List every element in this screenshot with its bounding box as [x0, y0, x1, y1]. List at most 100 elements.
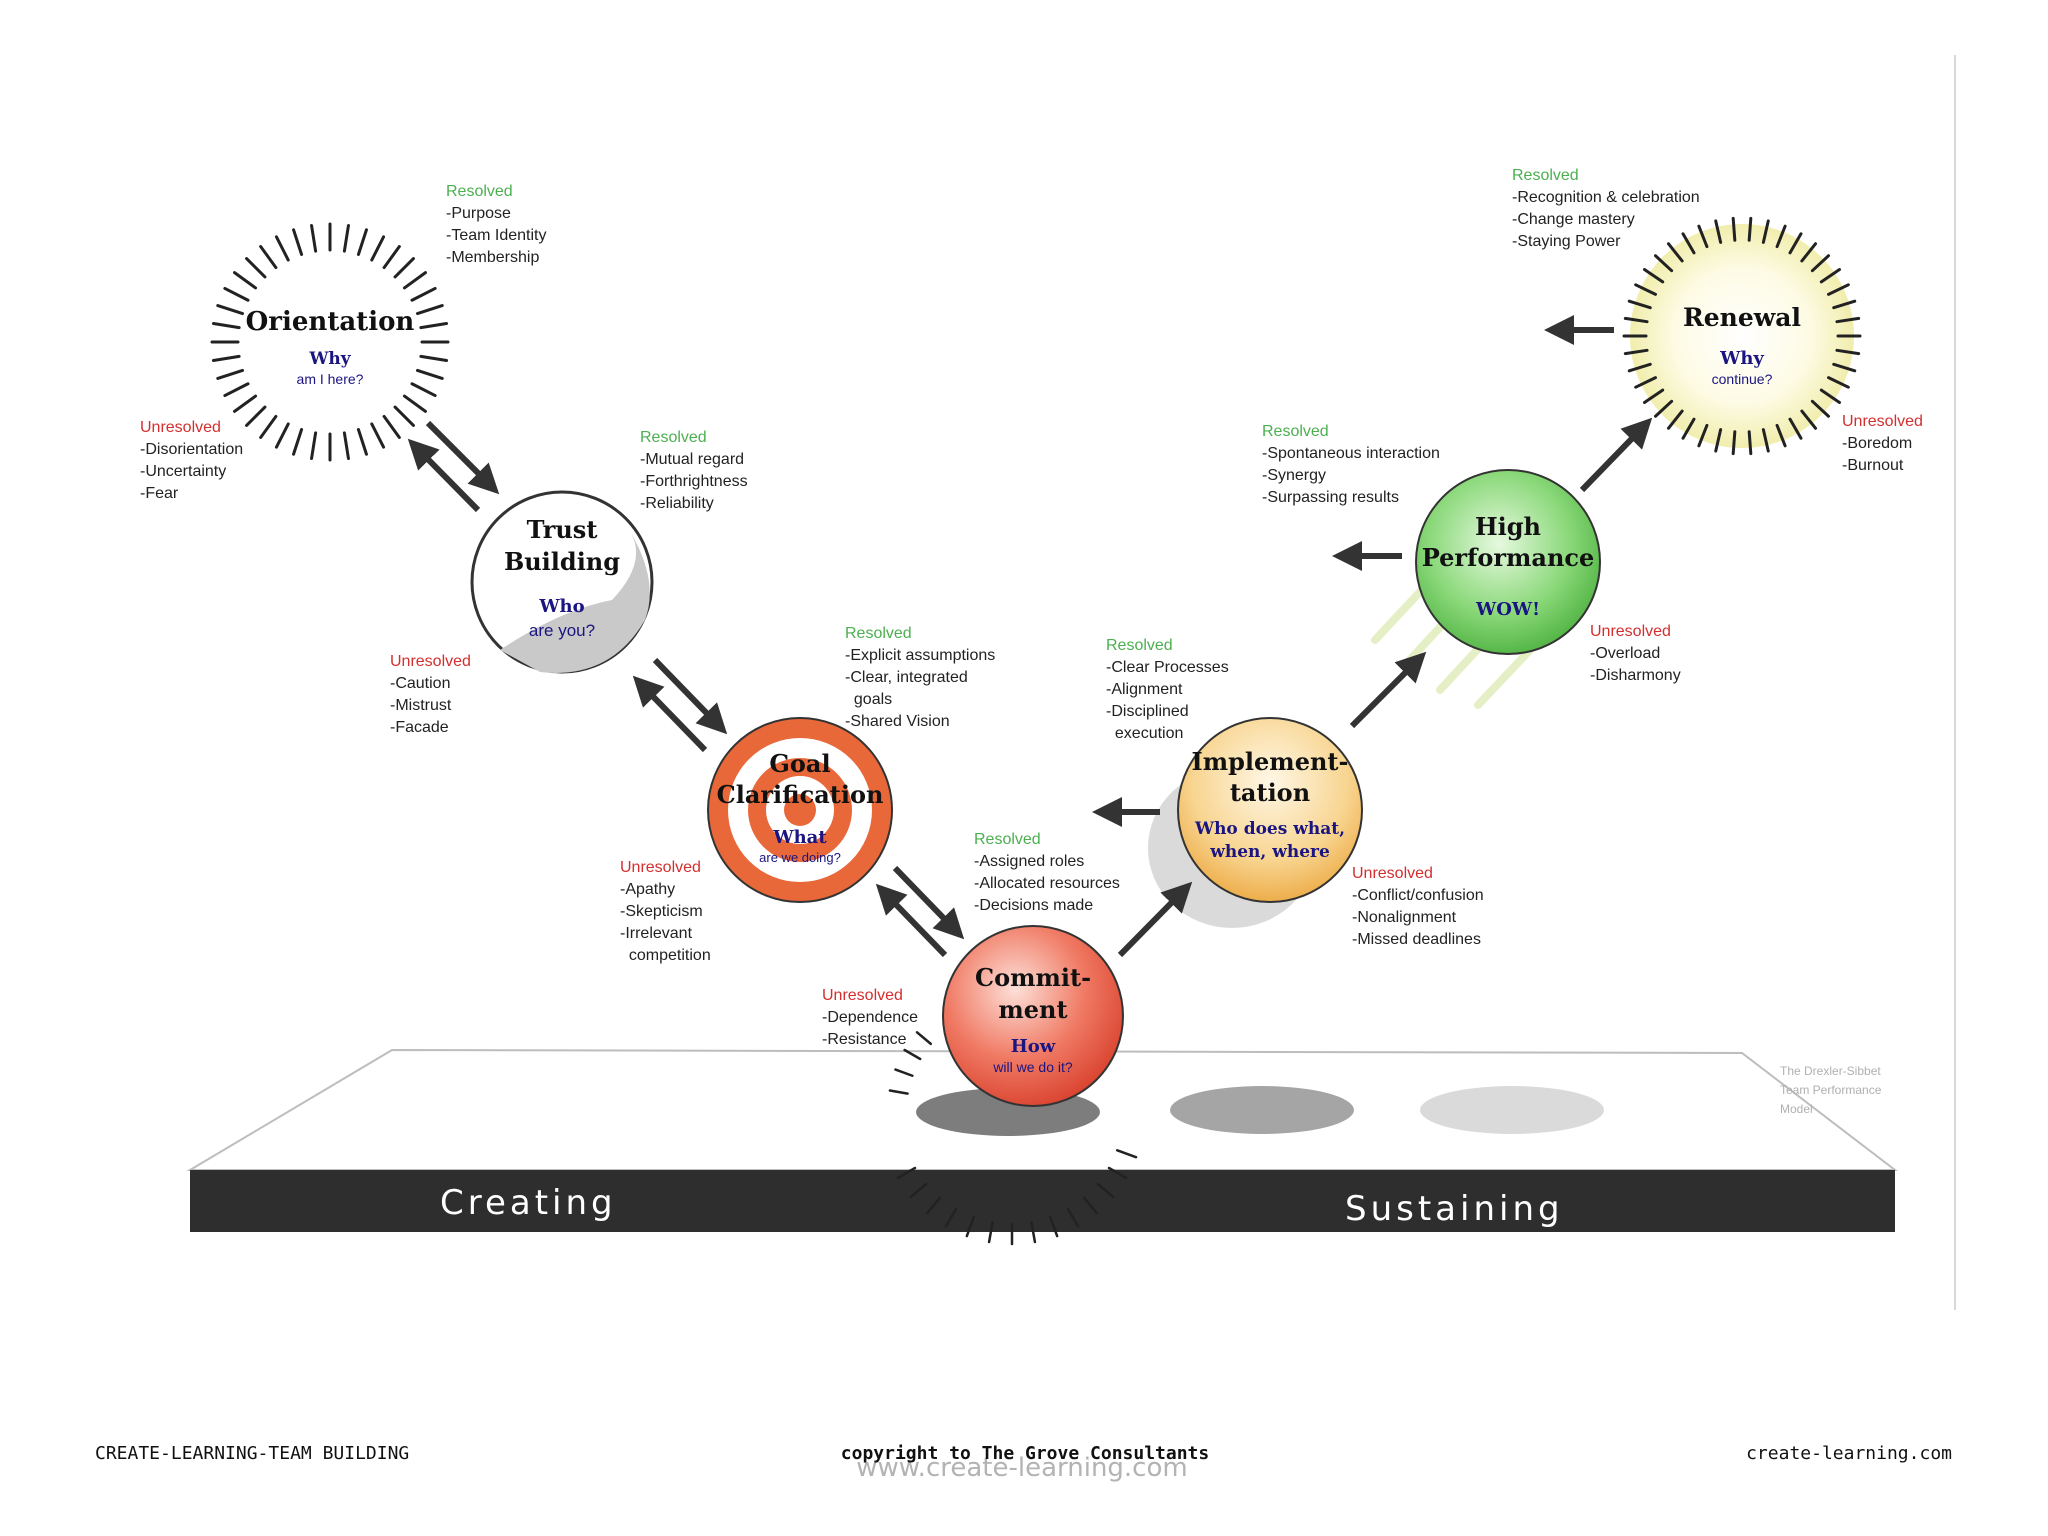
- burst-ray: [925, 1196, 942, 1215]
- list-item: -Disciplined: [1106, 703, 1189, 720]
- burst-ray: [1653, 399, 1674, 418]
- stage-commitment: Commit- ment How will we do it?: [942, 925, 1124, 1107]
- burst-ray: [1627, 362, 1652, 373]
- stage-trust-building: Trust Building Who are you?: [470, 490, 654, 674]
- list-item: -Assigned roles: [974, 853, 1084, 870]
- burst-ray: [1666, 242, 1684, 263]
- burst-ray: [233, 394, 258, 413]
- burst-ray: [233, 271, 258, 290]
- burst-ray: [1049, 1215, 1059, 1238]
- goal-title-line2: Clarification: [717, 780, 884, 809]
- burst-ray: [915, 1031, 933, 1046]
- list-item: -Shared Vision: [845, 713, 950, 730]
- burst-ray: [1634, 376, 1658, 389]
- burst-ray: [894, 1068, 914, 1077]
- burst-ray: [216, 368, 245, 380]
- implementation-circle: [1177, 717, 1363, 903]
- arrow-goal-to-commitment: [892, 865, 965, 940]
- implementation-question-line2: when, where: [1209, 842, 1330, 862]
- trust-subquestion: are you?: [529, 621, 595, 640]
- implementation-resolved-list: Resolved -Clear Processes -Alignment -Di…: [1106, 637, 1229, 742]
- burst-ray: [1623, 348, 1649, 356]
- burst-ray: [1627, 299, 1652, 310]
- list-item: -Clear Processes: [1106, 659, 1229, 676]
- goal-resolved-label: Resolved: [845, 625, 912, 642]
- orientation-subquestion: am I here?: [297, 371, 364, 387]
- commitment-title-line2: ment: [998, 995, 1067, 1024]
- list-item: execution: [1106, 725, 1183, 742]
- burst-ray: [382, 245, 401, 270]
- burst-ray: [1832, 299, 1857, 310]
- burst-ray: [1747, 216, 1753, 242]
- burst-ray: [909, 1182, 928, 1199]
- platform-band: [190, 1170, 1895, 1232]
- burst-ray: [245, 257, 267, 279]
- list-item: -Conflict/confusion: [1352, 887, 1484, 904]
- list-item: competition: [620, 947, 711, 964]
- commitment-unresolved-label: Unresolved: [822, 987, 903, 1004]
- burst-ray: [274, 235, 290, 262]
- burst-ray: [310, 223, 318, 253]
- burst-ray: [1835, 348, 1861, 356]
- burst-ray: [1107, 1166, 1128, 1180]
- list-item: -Irrelevant: [620, 925, 693, 942]
- burst-ray: [1788, 417, 1803, 440]
- burst-ray: [1030, 1221, 1037, 1244]
- burst-ray: [1066, 1207, 1080, 1228]
- model-note-line1: The Drexler-Sibbet: [1780, 1064, 1881, 1078]
- burst-ray: [965, 1215, 975, 1238]
- burst-ray: [1681, 417, 1696, 440]
- burst-ray: [415, 368, 444, 380]
- burst-ray: [1096, 1182, 1115, 1199]
- model-note-line2: Team Performance: [1780, 1083, 1882, 1097]
- list-item: -Dependence: [822, 1009, 918, 1026]
- burst-ray: [944, 1207, 958, 1228]
- platform-shadow-light: [1420, 1086, 1604, 1134]
- burst-ray: [1643, 388, 1665, 404]
- burst-ray: [292, 228, 304, 257]
- commitment-circle: [942, 925, 1124, 1107]
- burst-ray: [382, 414, 401, 439]
- list-item: -Explicit assumptions: [845, 647, 995, 664]
- implementation-title-line2: tation: [1230, 778, 1310, 807]
- list-item: -Apathy: [620, 881, 675, 898]
- high-performance-title-line2: Performance: [1422, 543, 1595, 572]
- stage-high-performance: High Performance WOW!: [1371, 469, 1601, 709]
- arrow-implementation-to-high-performance: [1349, 651, 1427, 729]
- burst-ray: [216, 304, 245, 316]
- burst-ray: [1761, 219, 1770, 244]
- list-item: -Missed deadlines: [1352, 931, 1481, 948]
- burst-ray: [245, 405, 267, 427]
- burst-ray: [402, 394, 427, 413]
- list-item: -Staying Power: [1512, 233, 1621, 250]
- burst-ray: [410, 382, 437, 398]
- footer-right: create-learning.com: [1746, 1443, 1952, 1464]
- list-item: -Overload: [1590, 645, 1660, 662]
- burst-ray: [419, 354, 449, 362]
- arrow-orientation-to-trust: [425, 420, 500, 495]
- goal-title-line1: Goal: [769, 749, 830, 778]
- burst-ray: [1835, 316, 1861, 324]
- arrow-commitment-to-implementation: [1117, 881, 1193, 958]
- burst-ray: [1819, 268, 1841, 284]
- list-item: -Reliability: [640, 495, 714, 512]
- list-item: -Forthrightness: [640, 473, 748, 490]
- burst-ray: [987, 1221, 994, 1244]
- stage-implementation: Implement- tation Who does what, when, w…: [1148, 717, 1363, 928]
- burst-ray: [370, 235, 386, 262]
- renewal-question: Why: [1719, 348, 1764, 369]
- burst-ray: [1800, 242, 1818, 263]
- burst-ray: [1681, 232, 1696, 255]
- burst-ray: [259, 414, 278, 439]
- list-item: -Disharmony: [1590, 667, 1681, 684]
- commitment-question: How: [1011, 1036, 1056, 1057]
- commitment-unresolved-list: Unresolved -Dependence -Resistance: [822, 987, 918, 1048]
- burst-ray: [402, 271, 427, 290]
- orientation-unresolved-list: Unresolved -Disorientation -Uncertainty …: [140, 419, 243, 502]
- burst-ray: [1775, 423, 1787, 448]
- arrow-trust-to-orientation: [407, 438, 481, 513]
- model-note: The Drexler-Sibbet Team Performance Mode…: [1780, 1064, 1882, 1116]
- high-performance-question: WOW!: [1475, 599, 1540, 620]
- renewal-resolved-label: Resolved: [1512, 167, 1579, 184]
